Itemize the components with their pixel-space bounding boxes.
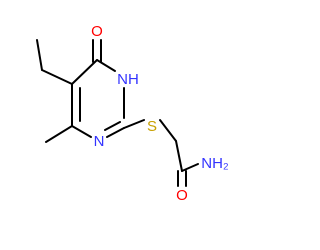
thioether-linker <box>123 119 177 142</box>
atom-label-amide-oxygen: O <box>176 187 188 204</box>
acetamide-group <box>175 140 199 187</box>
bond-ch2-ch3 <box>36 39 43 71</box>
bond-c2-n1 <box>106 127 125 138</box>
bond-c4-n3 <box>96 59 116 72</box>
atom-label-amide-nh2: NH₂ <box>201 155 229 172</box>
molecule-structure-diagram: O NH N S NH₂ O <box>36 23 229 204</box>
bond-c5-c4 <box>71 59 98 85</box>
atom-label-ring-n: N <box>94 133 105 150</box>
pyrimidine-ring <box>71 59 125 138</box>
ethyl-group <box>36 39 73 85</box>
bond-carbonyl-nh2 <box>181 163 199 172</box>
bond-c2-n1-inner <box>104 121 121 131</box>
atom-label-sulfur: S <box>147 118 157 135</box>
ring-carbonyl <box>92 39 102 63</box>
bond-n1-c6 <box>71 125 92 138</box>
bond-c6-methyl <box>45 125 73 143</box>
atom-label-ring-nh: NH <box>117 71 139 88</box>
atom-label-ring-oxygen: O <box>91 23 103 40</box>
bond-ch2-carbonyl <box>175 140 183 172</box>
bond-c2-s <box>123 119 145 129</box>
bond-s-ch2 <box>159 119 177 142</box>
bond-c5-ch2 <box>41 69 73 85</box>
